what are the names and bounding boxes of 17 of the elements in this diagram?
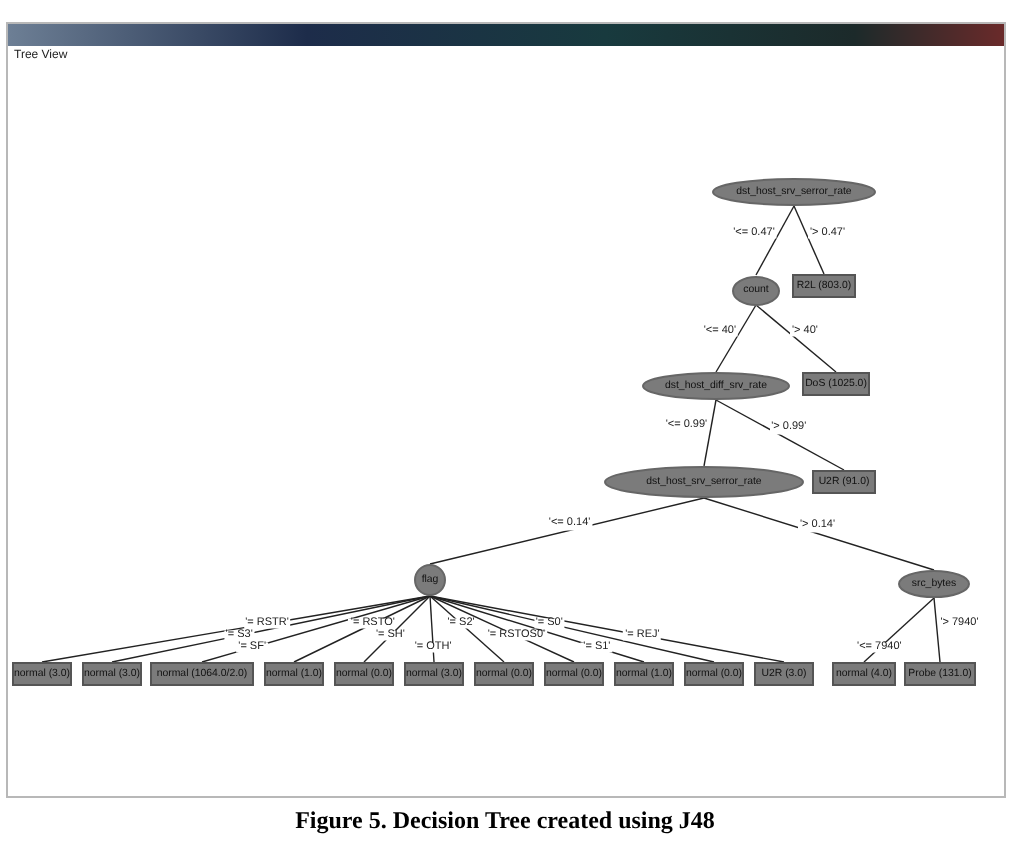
tree-branch-line	[715, 399, 845, 471]
tree-branch-line	[201, 595, 431, 663]
tree-branch-line	[933, 597, 941, 663]
tree-branch-line	[429, 595, 435, 663]
tree-branch-line	[111, 595, 431, 663]
tree-branch-line	[363, 595, 431, 663]
tree-branch-line	[429, 595, 505, 663]
figure-caption: Figure 5. Decision Tree created using J48	[293, 806, 717, 836]
tree-branch-line	[703, 497, 935, 571]
tree-branch-line	[793, 205, 825, 275]
tree-branch-line	[715, 304, 757, 373]
tree-branch-line	[429, 595, 785, 663]
tree-branch-line	[755, 205, 795, 276]
tree-branch-line	[429, 595, 715, 663]
tree-branch-line	[755, 304, 837, 373]
tree-branch-line	[703, 399, 717, 467]
tree-branch-line	[429, 497, 705, 565]
